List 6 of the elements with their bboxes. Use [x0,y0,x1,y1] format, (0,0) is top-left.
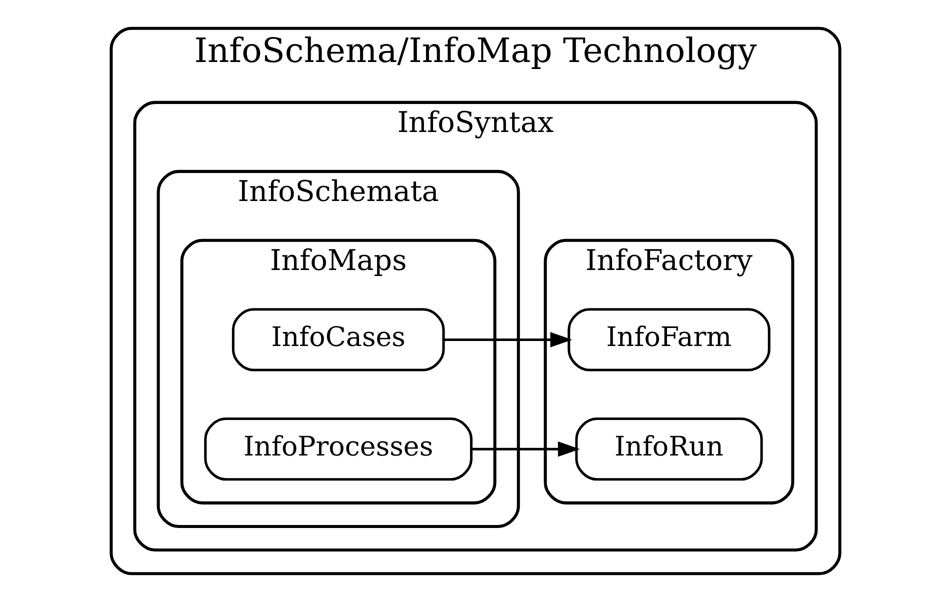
node-box: InfoFarm [567,308,770,372]
node-box: InfoRun [574,418,762,481]
node-box: InfoProcesses [204,418,472,481]
node-box: InfoCases [231,308,444,372]
arrow [443,332,572,348]
arrow [471,441,580,457]
